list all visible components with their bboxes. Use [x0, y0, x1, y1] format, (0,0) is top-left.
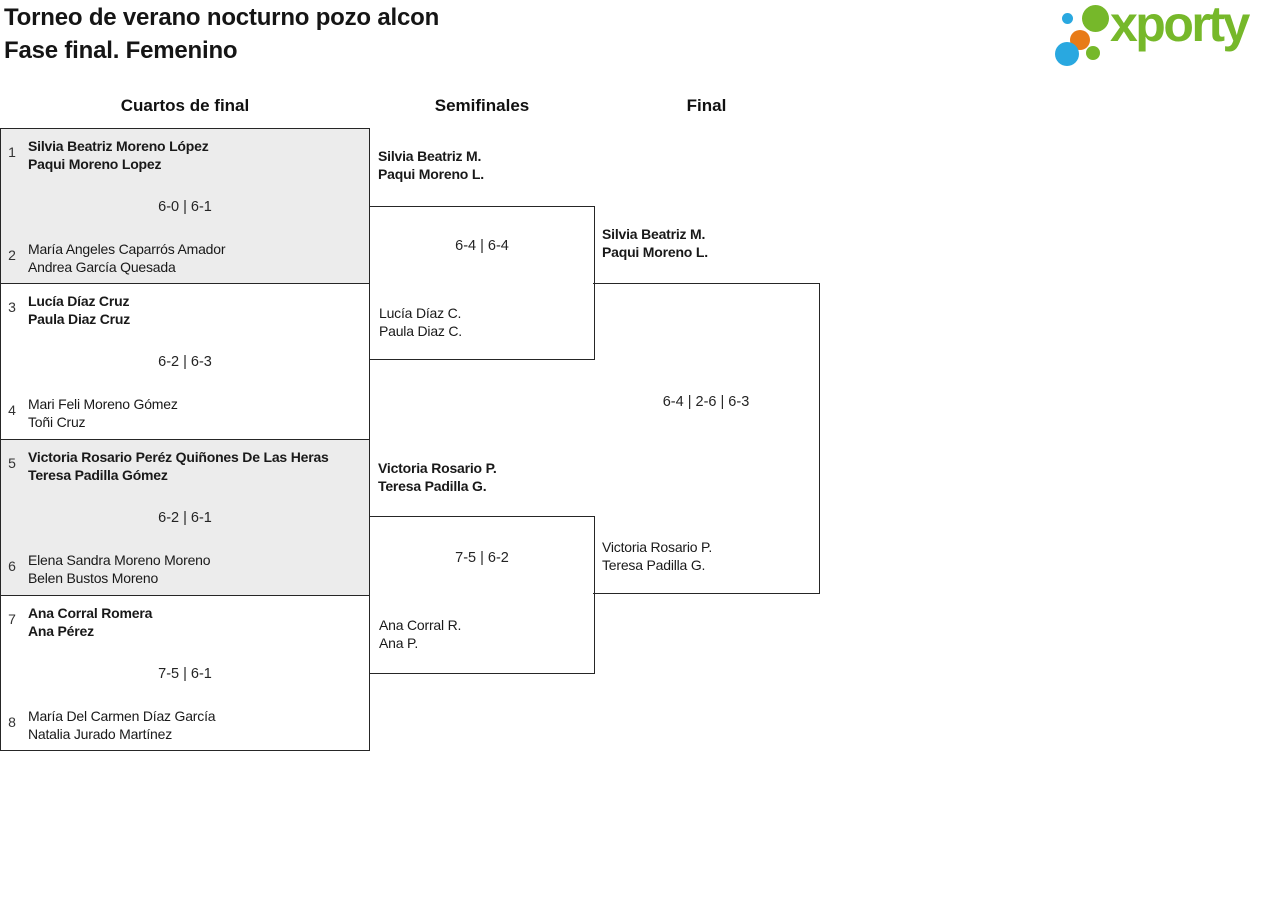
team-names: Mari Feli Moreno Gómez Toñi Cruz	[28, 396, 178, 430]
team-names: Victoria Rosario P. Teresa Padilla G.	[602, 539, 713, 573]
xporty-logo[interactable]: xporty	[1048, 0, 1276, 68]
seed-number: 7	[8, 611, 16, 627]
logo-dot-green-small-icon	[1086, 46, 1100, 60]
final-champion-team: Silvia Beatriz M. Paqui Moreno L.	[602, 226, 708, 260]
logo-wordmark: xporty	[1110, 0, 1250, 52]
team-names-winner: Victoria Rosario Peréz Quiñones De Las H…	[28, 449, 329, 483]
logo-dot-blue-big-icon	[1055, 42, 1079, 66]
team-names: Elena Sandra Moreno Moreno Belen Bustos …	[28, 552, 211, 586]
sf1-advancing-team: Silvia Beatriz M. Paqui Moreno L.	[378, 148, 484, 182]
sf-match-1: 6-4 | 6-4 Lucía Díaz C. Paula Diaz C.	[369, 206, 595, 360]
seed-number: 8	[8, 714, 16, 730]
page-title: Torneo de verano nocturno pozo alcon Fas…	[4, 1, 439, 67]
qf-match-1: 1 Silvia Beatriz Moreno López Paqui More…	[0, 128, 370, 284]
team-names: María Angeles Caparrós Amador Andrea Gar…	[28, 241, 226, 275]
round-header-quarterfinals: Cuartos de final	[120, 96, 250, 115]
seed-number: 1	[8, 144, 16, 160]
tournament-name: Torneo de verano nocturno pozo alcon	[4, 4, 440, 31]
qf-match-3: 5 Victoria Rosario Peréz Quiñones De Las…	[0, 439, 370, 596]
team-names: Ana Corral R. Ana P.	[379, 617, 462, 651]
match-score: 6-2 | 6-1	[158, 510, 212, 526]
round-header-semifinals: Semifinales	[434, 96, 530, 115]
sf2-advancing-team: Victoria Rosario P. Teresa Padilla G.	[378, 460, 497, 494]
round-header-final: Final	[686, 96, 727, 115]
phase-subtitle: Fase final. Femenino	[4, 37, 238, 64]
seed-number: 5	[8, 455, 16, 471]
match-score: 6-4 | 2-6 | 6-3	[662, 394, 750, 410]
qf-match-4: 7 Ana Corral Romera Ana Pérez 7-5 | 6-1 …	[0, 595, 370, 751]
seed-number: 3	[8, 299, 16, 315]
seed-number: 2	[8, 247, 16, 263]
match-score: 6-0 | 6-1	[158, 199, 212, 215]
logo-dot-green-big-icon	[1082, 5, 1109, 32]
match-score: 7-5 | 6-2	[455, 550, 509, 566]
team-names-winner: Lucía Díaz Cruz Paula Diaz Cruz	[28, 293, 131, 327]
seed-number: 6	[8, 558, 16, 574]
team-names: Lucía Díaz C. Paula Diaz C.	[379, 305, 462, 339]
qf-match-2: 3 Lucía Díaz Cruz Paula Diaz Cruz 6-2 | …	[0, 283, 370, 440]
team-names-winner: Ana Corral Romera Ana Pérez	[28, 605, 153, 639]
match-score: 7-5 | 6-1	[158, 666, 212, 682]
team-names-winner: Silvia Beatriz Moreno López Paqui Moreno…	[28, 138, 209, 172]
match-score: 6-2 | 6-3	[158, 354, 212, 370]
team-names: María Del Carmen Díaz García Natalia Jur…	[28, 708, 216, 742]
match-score: 6-4 | 6-4	[455, 238, 509, 254]
final-match: 6-4 | 2-6 | 6-3 Victoria Rosario P. Tere…	[593, 283, 820, 594]
sf-match-2: 7-5 | 6-2 Ana Corral R. Ana P.	[369, 516, 595, 674]
seed-number: 4	[8, 402, 16, 418]
logo-dot-blue-small-icon	[1062, 13, 1073, 24]
